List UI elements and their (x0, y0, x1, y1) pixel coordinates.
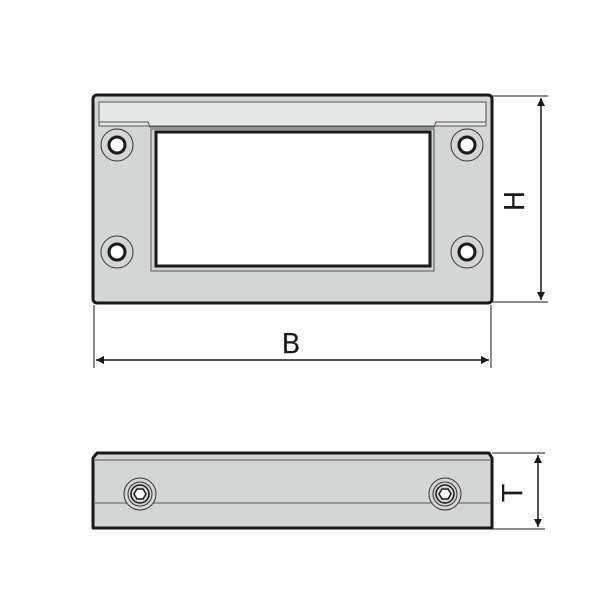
screw-head-icon (123, 477, 157, 511)
mounting-hole-icon (100, 235, 134, 269)
thickness-label: T (496, 484, 529, 503)
mounting-hole-icon (100, 128, 134, 162)
width-label: B (281, 327, 300, 360)
top-band (98, 101, 487, 127)
mounting-hole-icon (450, 128, 484, 162)
front-view (91, 93, 494, 305)
height-dimension: H (492, 95, 548, 303)
screw-head-icon (428, 477, 462, 511)
mounting-hole-icon (450, 235, 484, 269)
height-label: H (498, 190, 531, 211)
width-dimension: B (93, 305, 492, 368)
window-opening (154, 130, 432, 268)
side-view (91, 451, 494, 530)
thickness-dimension: T (492, 452, 545, 530)
